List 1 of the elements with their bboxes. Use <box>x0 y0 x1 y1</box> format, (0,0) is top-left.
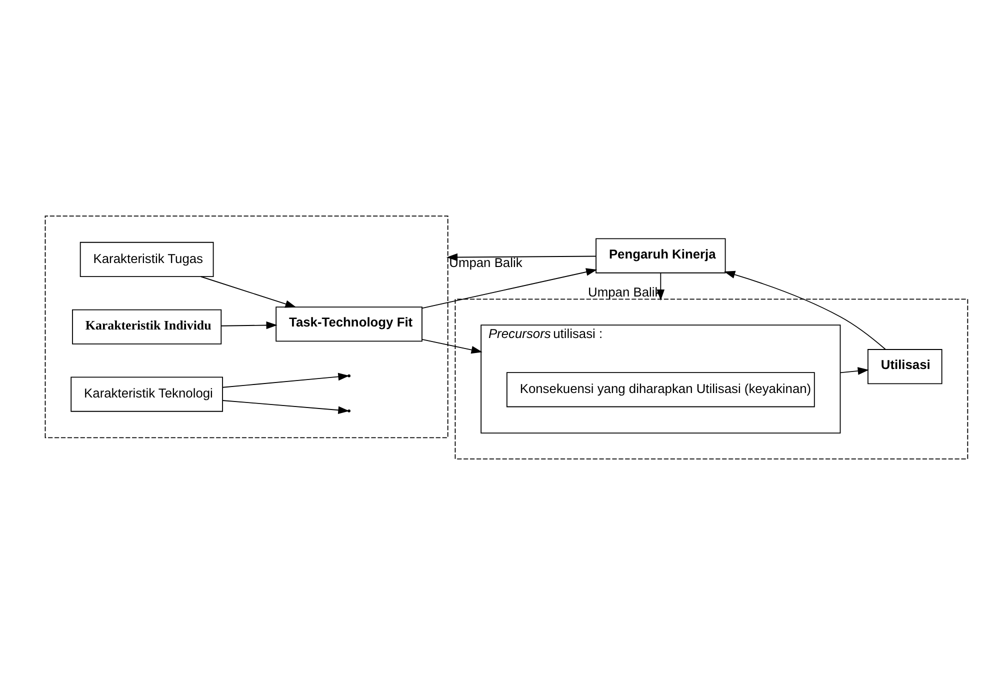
edge-label: Umpan Balik <box>449 255 522 270</box>
